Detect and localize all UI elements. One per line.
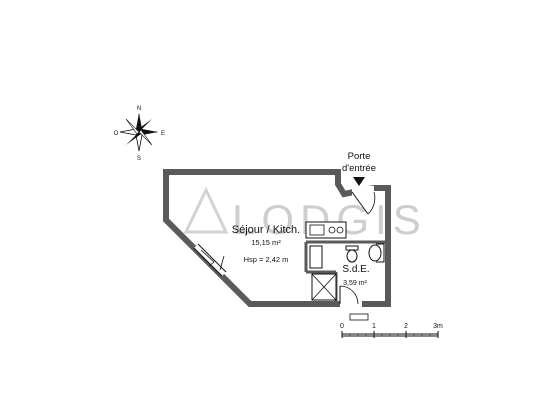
scale-tick-0: 0 [340, 323, 344, 330]
living-room-name: Séjour / Kitch. [232, 224, 300, 236]
entrance-label-line1: Porte [348, 151, 371, 162]
shower [311, 273, 337, 301]
bathroom-area: 3,59 m² [343, 280, 367, 287]
bathroom-name: S.d.E. [342, 264, 369, 275]
sink [368, 243, 385, 263]
cupboard [309, 245, 323, 269]
compass-west-label: O [114, 131, 119, 137]
toilet [345, 245, 359, 263]
living-room-height: Hsp = 2,42 m [244, 255, 289, 264]
entrance-label-line2: d'entrée [342, 163, 376, 174]
scale-tick-3: 3m [433, 323, 443, 330]
kitchenette [305, 221, 347, 239]
entrance-arrow-icon [353, 177, 365, 186]
radiator [349, 313, 369, 321]
entrance-door [351, 186, 376, 215]
compass-south-label: S [137, 156, 141, 162]
window-diagonal [193, 243, 227, 277]
bathroom-door [339, 285, 362, 307]
scale-tick-2: 2 [404, 323, 408, 330]
compass-rose-icon: N S E O [114, 106, 165, 162]
compass-north-label: N [137, 106, 141, 112]
living-room-area: 15,15 m² [251, 238, 281, 247]
scale-tick-1: 1 [372, 323, 376, 330]
scale-bar: 0 1 2 3m [340, 323, 443, 338]
compass-east-label: E [161, 131, 165, 137]
